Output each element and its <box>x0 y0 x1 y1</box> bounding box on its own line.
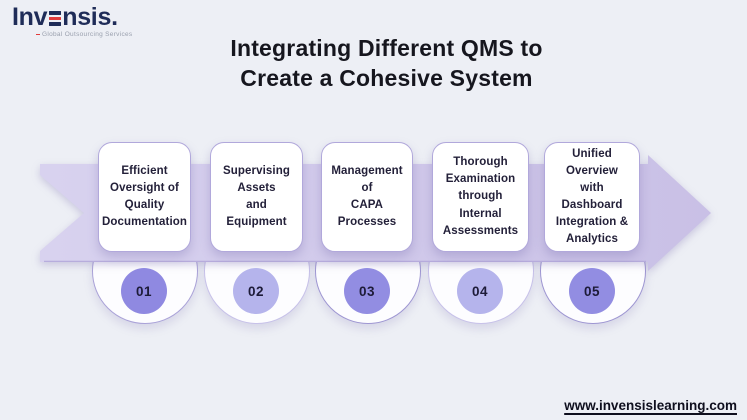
logo-tagline: Global Outsourcing Services <box>36 31 132 38</box>
tagline-red-mark-icon <box>36 33 40 36</box>
step-number-badge-2: 02 <box>233 268 279 314</box>
page-title-line1: Integrating Different QMS to <box>230 35 543 61</box>
step-card-4: Thorough Examination through Internal As… <box>432 142 529 252</box>
step-card-5-label: Unified Overview with Dashboard Integrat… <box>555 147 629 246</box>
step-card-5: Unified Overview with Dashboard Integrat… <box>544 142 640 252</box>
step-card-1-label: Efficient Oversight of Quality Documenta… <box>102 164 187 229</box>
tagline-text: Global Outsourcing Services <box>42 31 133 38</box>
page-title-line2: Create a Cohesive System <box>240 65 533 91</box>
invensis-logo-wordmark: Inv nsis . <box>12 5 132 30</box>
step-number-badge-1: 01 <box>121 268 167 314</box>
invensis-logo: Inv nsis . Global Outsourcing Services <box>12 5 132 39</box>
logo-dot: . <box>111 3 118 31</box>
logo-e-bars-icon <box>48 11 61 26</box>
page-title: Integrating Different QMS to Create a Co… <box>0 33 747 93</box>
step-card-2: Supervising Assets and Equipment <box>210 142 303 252</box>
step-card-1: Efficient Oversight of Quality Documenta… <box>98 142 191 252</box>
step-card-3: Management of CAPA Processes <box>321 142 413 252</box>
step-number-badge-4: 04 <box>457 268 503 314</box>
logo-text-post: nsis <box>62 3 112 31</box>
step-card-4-label: Thorough Examination through Internal As… <box>442 156 519 237</box>
step-number-badge-3: 03 <box>344 268 390 314</box>
logo-text-pre: Inv <box>12 3 48 31</box>
step-card-3-label: Management of CAPA Processes <box>331 164 403 229</box>
step-card-2-label: Supervising Assets and Equipment <box>223 164 290 229</box>
step-number-badge-5: 05 <box>569 268 615 314</box>
website-link[interactable]: www.invensislearning.com <box>564 398 737 413</box>
